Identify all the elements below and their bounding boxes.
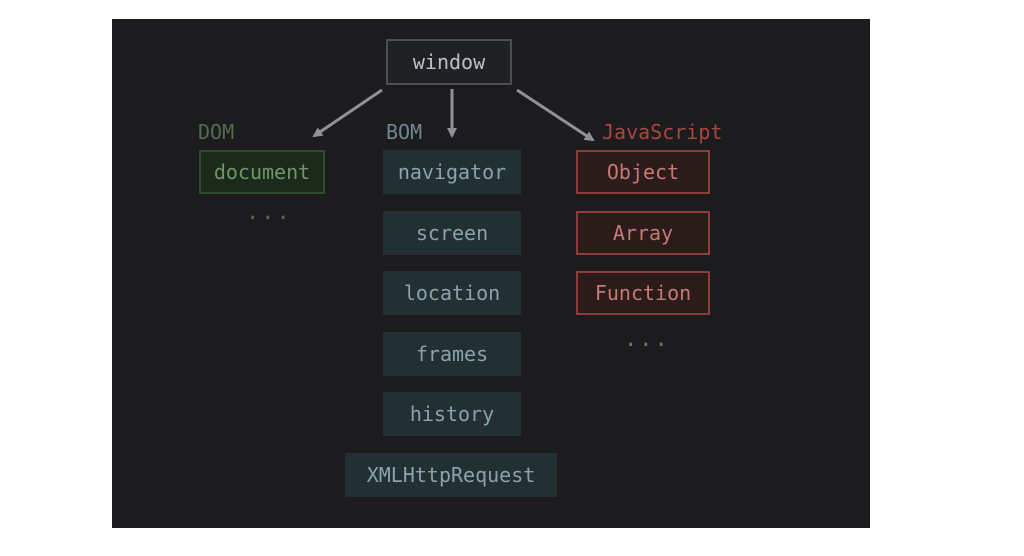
dom-more-indicator: ... — [246, 200, 292, 225]
dom-label: DOM — [198, 120, 235, 144]
bom-node-history: history — [383, 392, 521, 436]
bom-node-location: location — [383, 271, 521, 315]
javascript-label: JavaScript — [602, 120, 723, 144]
js-node-function: Function — [576, 271, 710, 315]
dom-node-document: document — [199, 150, 325, 194]
arrow-to-js — [516, 88, 595, 142]
diagram-canvas: window DOM BOM JavaScript document ... n… — [112, 19, 870, 528]
window-node: window — [386, 39, 512, 85]
bom-label: BOM — [386, 120, 423, 144]
arrow-to-dom — [312, 88, 383, 138]
js-more-indicator: ... — [624, 327, 670, 352]
bom-node-navigator: navigator — [383, 150, 521, 194]
js-node-array: Array — [576, 211, 710, 255]
arrows-layer — [312, 88, 595, 142]
bom-node-frames: frames — [383, 332, 521, 376]
bom-node-xmlhttprequest: XMLHttpRequest — [345, 453, 557, 497]
js-node-object: Object — [576, 150, 710, 194]
bom-node-screen: screen — [383, 211, 521, 255]
